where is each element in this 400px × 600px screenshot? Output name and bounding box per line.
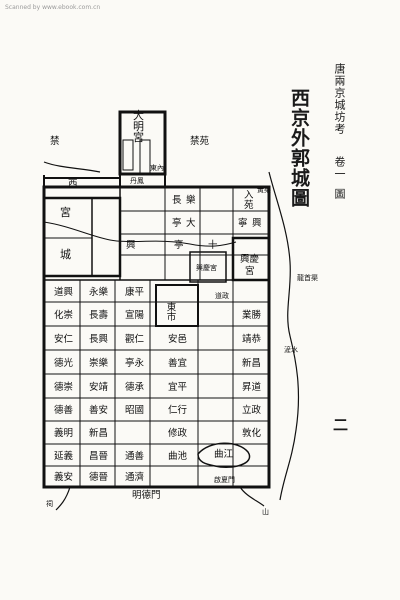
east-block-r1-2: 樂 bbox=[186, 194, 196, 206]
east-block-r1-4: 苑 bbox=[244, 199, 254, 211]
ward-r6c3: 修政 bbox=[168, 427, 188, 439]
ward-r3c3: 善宜 bbox=[168, 357, 187, 369]
east-block-r3-1: 興 bbox=[126, 240, 136, 251]
imperial-city-char-2: 城 bbox=[60, 248, 71, 261]
ward-r5c2: 昭國 bbox=[125, 405, 144, 416]
river-east bbox=[268, 171, 300, 501]
ward-r4c1: 安靖 bbox=[89, 381, 109, 393]
ward-r3c2: 亭永 bbox=[125, 357, 145, 369]
ward-r2c3: 安邑 bbox=[168, 333, 187, 345]
ward-r4c3: 宜平 bbox=[168, 381, 188, 393]
running-header-book: 唐兩京城坊考 bbox=[333, 63, 346, 135]
imperial-city-char-1: 宮 bbox=[60, 205, 71, 219]
running-header: 唐兩京城坊考 卷一 圖 bbox=[330, 63, 346, 200]
east-block-r2-1: 亭 bbox=[172, 217, 182, 229]
ward-r6c5: 敦化 bbox=[242, 427, 262, 439]
ward-r1c5: 業勝 bbox=[242, 309, 262, 321]
east-inner-label: 東內 bbox=[150, 163, 164, 172]
map-title: 西京外郭城圖 bbox=[288, 88, 310, 208]
ward-r1c0: 化崇 bbox=[54, 309, 73, 321]
east-block-r2-3: 寧 bbox=[238, 217, 248, 229]
mingde-gate: 明德門 bbox=[132, 489, 161, 501]
imperial-city bbox=[42, 196, 122, 278]
ward-r1c1: 長壽 bbox=[89, 309, 109, 321]
ward-r8c0: 義安 bbox=[54, 471, 73, 483]
xingqing-label: 興慶 bbox=[240, 253, 260, 265]
ward-r5c3: 仁行 bbox=[168, 404, 188, 416]
east-block-r1-1: 長 bbox=[172, 195, 182, 206]
east-block-r3-2: 亭 bbox=[174, 239, 184, 251]
ward-r4c2: 德承 bbox=[125, 381, 145, 393]
ward-r6c1: 新昌 bbox=[89, 427, 108, 439]
river-label-3: 龍首渠 bbox=[297, 273, 318, 282]
palace-label-1: 大明宮 bbox=[132, 108, 145, 143]
ward-r2c0: 安仁 bbox=[54, 333, 74, 345]
east-block-r2-2: 大 bbox=[186, 217, 196, 229]
ward-r2c2: 觀仁 bbox=[125, 333, 145, 345]
ward-r3c1: 崇樂 bbox=[89, 357, 109, 369]
east-block-r2-4: 興 bbox=[252, 218, 262, 229]
ward-r3c5: 新昌 bbox=[242, 357, 261, 369]
west-label: 西 bbox=[68, 179, 78, 190]
ward-r0c1: 永樂 bbox=[89, 286, 109, 298]
ward-r0c2: 康平 bbox=[125, 286, 145, 298]
canal-long bbox=[43, 221, 237, 247]
bottom-right-label: 山 bbox=[262, 507, 269, 516]
ward-r6c0: 義明 bbox=[54, 427, 73, 439]
east-block-r3-3: 十 bbox=[208, 239, 218, 251]
ward-r1c2: 宣陽 bbox=[125, 309, 145, 321]
river-label-1: 黃渠 bbox=[257, 185, 271, 194]
north-left-label: 禁 bbox=[50, 136, 60, 147]
ward-r7c2: 通善 bbox=[125, 450, 145, 462]
ward-r4c0: 德崇 bbox=[54, 381, 73, 393]
ward-r0c0: 道興 bbox=[54, 286, 74, 298]
watermark-text: Scanned by www.ebook.com.cn bbox=[5, 4, 101, 11]
bottom-left-label: 祠 bbox=[46, 499, 53, 508]
daming-palace-outline bbox=[118, 110, 167, 176]
ward-r2c5: 靖恭 bbox=[242, 333, 262, 345]
xingqing-gong: 宮 bbox=[245, 265, 255, 277]
xingqing-palace-label: 興慶宮 bbox=[196, 263, 217, 272]
ward-r8c2: 通濟 bbox=[125, 471, 144, 483]
ward-r4c5: 昇道 bbox=[242, 381, 262, 393]
outer-city-wall bbox=[42, 185, 271, 489]
ward-r5c5: 立政 bbox=[242, 404, 262, 416]
ward-r3c0: 德光 bbox=[54, 357, 74, 369]
qujiang-lake bbox=[197, 442, 251, 468]
running-header-volume: 卷一 bbox=[333, 155, 346, 180]
ward-r2c1: 長興 bbox=[89, 334, 109, 345]
river-label-2: 滻水 bbox=[284, 345, 298, 354]
ward-r7c1: 昌晉 bbox=[89, 451, 108, 462]
ward-r8c1: 德晉 bbox=[89, 471, 108, 483]
ward-r5c1: 善安 bbox=[89, 404, 108, 416]
ward-r5c0: 德善 bbox=[54, 404, 74, 416]
east-market-label: 東市 bbox=[165, 301, 177, 322]
ward-labels: 道興 永樂 康平 化崇 長壽 宣陽 業勝 安仁 長興 觀仁 安邑 靖恭 德光 崇… bbox=[54, 286, 262, 483]
qujiang-label: 曲江 bbox=[214, 449, 234, 460]
ward-r7c0: 延義 bbox=[54, 450, 74, 462]
north-park-label: 禁苑 bbox=[190, 135, 210, 147]
running-header-figure: 圖 bbox=[333, 188, 346, 200]
page-number: 二 bbox=[333, 416, 349, 434]
south-gate-label: 啟夏門 bbox=[214, 475, 235, 484]
ward-r7c3: 曲池 bbox=[168, 450, 188, 462]
east-market bbox=[155, 284, 199, 327]
east-block-r1-3: 入 bbox=[244, 190, 254, 201]
daozheng-label: 道政 bbox=[215, 291, 229, 300]
gate-label: 丹鳳 bbox=[130, 177, 144, 185]
